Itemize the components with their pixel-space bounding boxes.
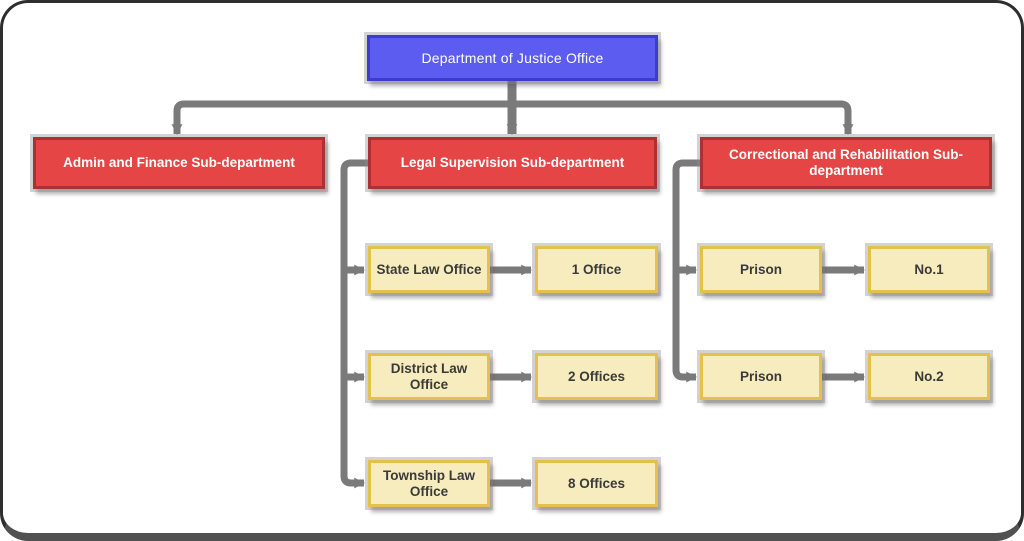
org-node-legal-supervision: Legal Supervision Sub-department xyxy=(368,137,657,189)
org-node-prison-1-number: No.1 xyxy=(868,246,990,293)
org-node-district-law-office-count: 2 Offices xyxy=(535,353,658,400)
org-node-state-law-office-count: 1 Office xyxy=(535,246,658,293)
org-node-correctional-rehab: Correctional and Rehabilitation Sub-depa… xyxy=(700,137,992,189)
org-node-prison-1: Prison xyxy=(700,246,822,293)
org-node-admin-finance: Admin and Finance Sub-department xyxy=(33,137,325,189)
org-node-state-law-office: State Law Office xyxy=(368,246,490,293)
org-node-root: Department of Justice Office xyxy=(367,35,658,81)
org-node-prison-2-number: No.2 xyxy=(868,353,990,400)
org-node-district-law-office: District Law Office xyxy=(368,353,490,400)
org-node-township-law-office: Township Law Office xyxy=(368,460,490,507)
org-node-prison-2: Prison xyxy=(700,353,822,400)
org-node-township-law-office-count: 8 Offices xyxy=(535,460,658,507)
